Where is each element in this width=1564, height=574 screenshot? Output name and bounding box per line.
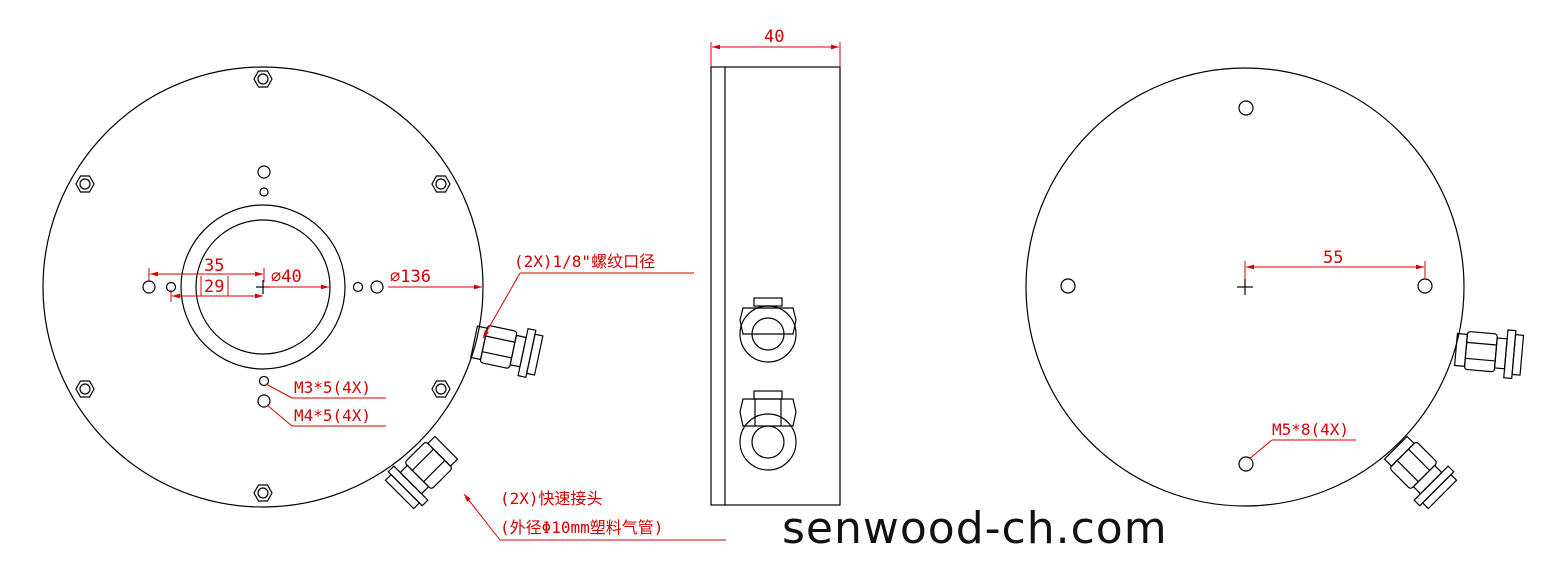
front-bore-outer	[180, 204, 346, 370]
side-fitting-upper	[739, 297, 797, 363]
back-fitting-lower-right	[1383, 435, 1458, 510]
note-fitting-leader	[463, 493, 501, 541]
dim-40-label: 40	[764, 27, 784, 47]
hole-left-large	[142, 280, 156, 294]
watermark-text: senwood-ch.com	[782, 503, 1168, 554]
bolt-lower-right	[431, 380, 451, 398]
back-outer-circle	[1025, 67, 1465, 507]
back-view: 55 M5*8(4X)	[1025, 67, 1525, 510]
hole-top-large	[257, 165, 271, 179]
note-m4-label: M4*5(4X)	[294, 406, 371, 425]
hole-m4	[257, 394, 271, 408]
hole-right-small	[352, 281, 364, 293]
hole-top-small	[259, 187, 269, 197]
back-fitting-right	[1453, 329, 1525, 380]
note-m5-leader	[1248, 439, 1273, 460]
back-hole-right	[1417, 278, 1433, 294]
dim-35-label: 35	[204, 256, 224, 276]
note-thread-leader	[482, 272, 521, 339]
bolt-lower-left	[75, 380, 95, 398]
note-m4-leader	[266, 404, 293, 427]
side-fitting-lower	[739, 390, 797, 471]
note-m3-leader	[265, 383, 293, 399]
fitting-right	[470, 325, 544, 378]
bolt-upper-right	[431, 175, 451, 193]
side-view: 40	[710, 27, 841, 506]
note-fitting-label-1: (2X)快速接头	[500, 489, 603, 508]
side-body	[710, 66, 841, 506]
dim-d40-label: ⌀40	[271, 267, 302, 287]
back-hole-bottom	[1238, 456, 1254, 472]
hole-m3	[258, 375, 270, 387]
dim-d136-label: ⌀136	[390, 267, 431, 287]
note-thread-label: (2X)1/8"螺纹口径	[514, 252, 655, 271]
bolt-top	[253, 70, 273, 88]
front-outer-circle	[42, 66, 484, 508]
dim-55-label: 55	[1323, 248, 1343, 268]
hole-right-large	[370, 280, 384, 294]
back-hole-left	[1060, 278, 1076, 294]
note-m3-label: M3*5(4X)	[294, 378, 371, 397]
note-m5-label: M5*8(4X)	[1272, 420, 1349, 439]
back-hole-top	[1238, 100, 1254, 116]
note-fitting-label-2: (外径Φ10mm塑料气管)	[500, 518, 663, 537]
bolt-upper-left	[75, 175, 95, 193]
front-bore-inner	[195, 219, 331, 355]
dim-29-label: 29	[204, 277, 224, 297]
front-view: 35 29 ⌀40 ⌀136 (2X)1/8"螺纹口径 M3*5(4X) M4*…	[42, 66, 726, 541]
fitting-lower-left	[384, 435, 459, 510]
bolt-bottom	[253, 484, 273, 502]
